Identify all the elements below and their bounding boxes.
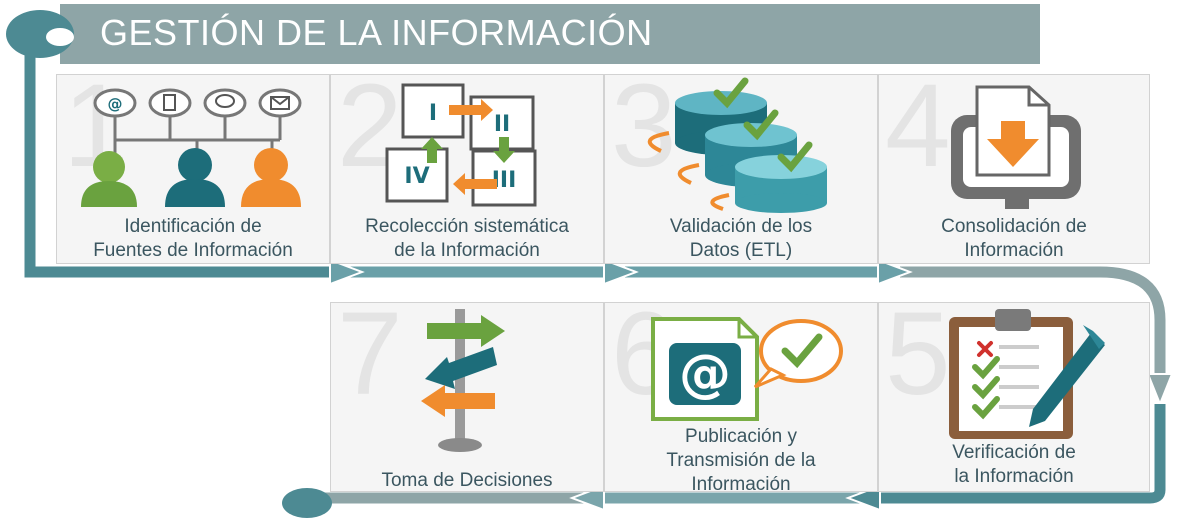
page-title: GESTIÓN DE LA INFORMACIÓN [100,12,653,53]
quadrant-ii: II [494,112,510,137]
flow-end-dot [282,488,332,518]
step-number: 7 [337,288,403,420]
quadrant-iv: IV [404,164,429,189]
step-7-label: Toma de Decisiones [381,470,553,491]
database-check-icon [647,77,827,213]
step-number: 4 [885,60,951,192]
at-symbol: @ [679,344,731,404]
flow-start-dot [6,10,74,58]
monitor-download-icon [951,85,1081,209]
email-publish-icon: @ [651,317,843,421]
step-number: 5 [885,288,951,420]
quadrant-i: I [429,101,437,126]
at-symbol: @ [108,95,123,113]
people-sources-icon: @ [81,88,302,207]
step-number: 3 [611,60,677,192]
clipboard-checklist-icon [949,309,1105,439]
signpost-icon [421,309,505,452]
step-7-panel: 7 Toma de Decisiones [330,295,604,492]
cycle-quadrants-icon: I II III IV [385,83,537,207]
title-banner [60,4,1040,64]
